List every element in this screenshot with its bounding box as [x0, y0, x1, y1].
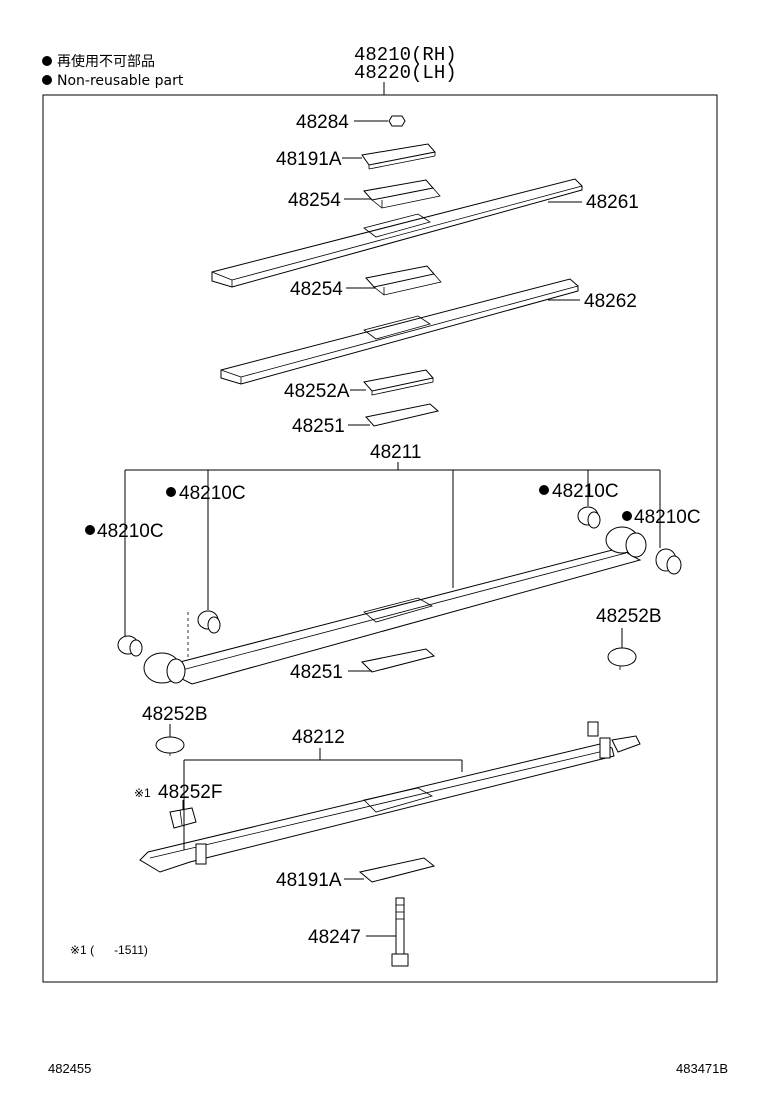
clip-48252F-drawing: [169, 807, 197, 829]
non-reusable-marker-icon: [42, 75, 52, 85]
pad-48251-top-drawing: [365, 403, 440, 427]
clip-48254-a-drawing: [363, 179, 441, 209]
part-label-48191A-bottom[interactable]: 48191A: [276, 870, 342, 891]
pad-48252A-drawing: [363, 369, 434, 396]
part-label-48210C-3[interactable]: 48210C: [552, 481, 619, 502]
nut-48284-drawing: [388, 115, 406, 127]
part-label-48252B-right[interactable]: 48252B: [596, 606, 662, 627]
part-label-48262[interactable]: 48262: [584, 291, 637, 312]
bolt-48247-drawing: [391, 897, 409, 967]
part-label-48251-top[interactable]: 48251: [292, 416, 345, 437]
part-label-48211[interactable]: 48211: [370, 442, 421, 463]
pad-48191A-top-drawing: [361, 143, 436, 170]
part-label-48254-b[interactable]: 48254: [290, 279, 343, 300]
leaf-48261-drawing: [211, 178, 583, 288]
diagram-frame: [42, 94, 718, 983]
assembly-header: 48210(RH) 48220(LH): [354, 44, 457, 95]
part-label-48261[interactable]: 48261: [586, 192, 639, 213]
bushing-48210C-2-drawing: [197, 610, 221, 634]
pad-48191A-bottom-drawing: [358, 857, 436, 883]
legend: 再使用不可部品 Non-reusable part: [42, 53, 184, 89]
leaf-48212-drawing: [139, 721, 641, 873]
clip-48254-b-drawing: [365, 265, 442, 296]
part-label-48210C-1[interactable]: 48210C: [97, 521, 164, 542]
footer-left-code: 482455: [48, 1061, 91, 1076]
non-reusable-marker-icon: [539, 485, 549, 495]
part-label-48252F[interactable]: 48252F: [158, 782, 222, 803]
footer-right-code: 483471B: [676, 1061, 728, 1076]
cap-48252B-left-drawing: [155, 736, 185, 756]
part-label-48212[interactable]: 48212: [292, 727, 345, 748]
main-leaf-48211-drawing: [143, 526, 647, 685]
part-label-48284[interactable]: 48284: [296, 112, 349, 133]
legend-text-en: Non-reusable part: [57, 73, 184, 89]
part-label-48252A[interactable]: 48252A: [284, 381, 350, 402]
non-reusable-marker-icon: [42, 56, 52, 66]
assembly-lh-label[interactable]: 48220(LH): [354, 62, 457, 84]
part-label-48210C-2[interactable]: 48210C: [179, 483, 246, 504]
cap-48252B-right-drawing: [607, 647, 637, 670]
bushing-48210C-3-drawing: [577, 506, 601, 529]
non-reusable-marker-icon: [166, 487, 176, 497]
footnote: ※1 ( -1511): [70, 943, 148, 957]
part-label-48247[interactable]: 48247: [308, 927, 361, 948]
part-labels: 48284 48191A 48254 48261 48254 48262 482…: [85, 112, 701, 948]
pad-48251-bottom-drawing: [360, 648, 436, 673]
bushing-48210C-4-drawing: [655, 548, 682, 575]
leader-lines: [124, 120, 661, 937]
non-reusable-marker-icon: [85, 525, 95, 535]
part-label-48251-bottom[interactable]: 48251: [290, 662, 343, 683]
legend-text-ja: 再使用不可部品: [57, 53, 155, 70]
leaf-48262-drawing: [220, 278, 579, 385]
assembly-rh-label[interactable]: 48210(RH): [354, 44, 457, 66]
bushing-48210C-1-drawing: [117, 635, 143, 657]
non-reusable-marker-icon: [622, 511, 632, 521]
part-label-48254-a[interactable]: 48254: [288, 190, 341, 211]
part-label-48252B-left[interactable]: 48252B: [142, 704, 208, 725]
part-label-48191A-top[interactable]: 48191A: [276, 149, 342, 170]
note-mark: ※1: [134, 786, 151, 800]
part-label-48210C-4[interactable]: 48210C: [634, 507, 701, 528]
